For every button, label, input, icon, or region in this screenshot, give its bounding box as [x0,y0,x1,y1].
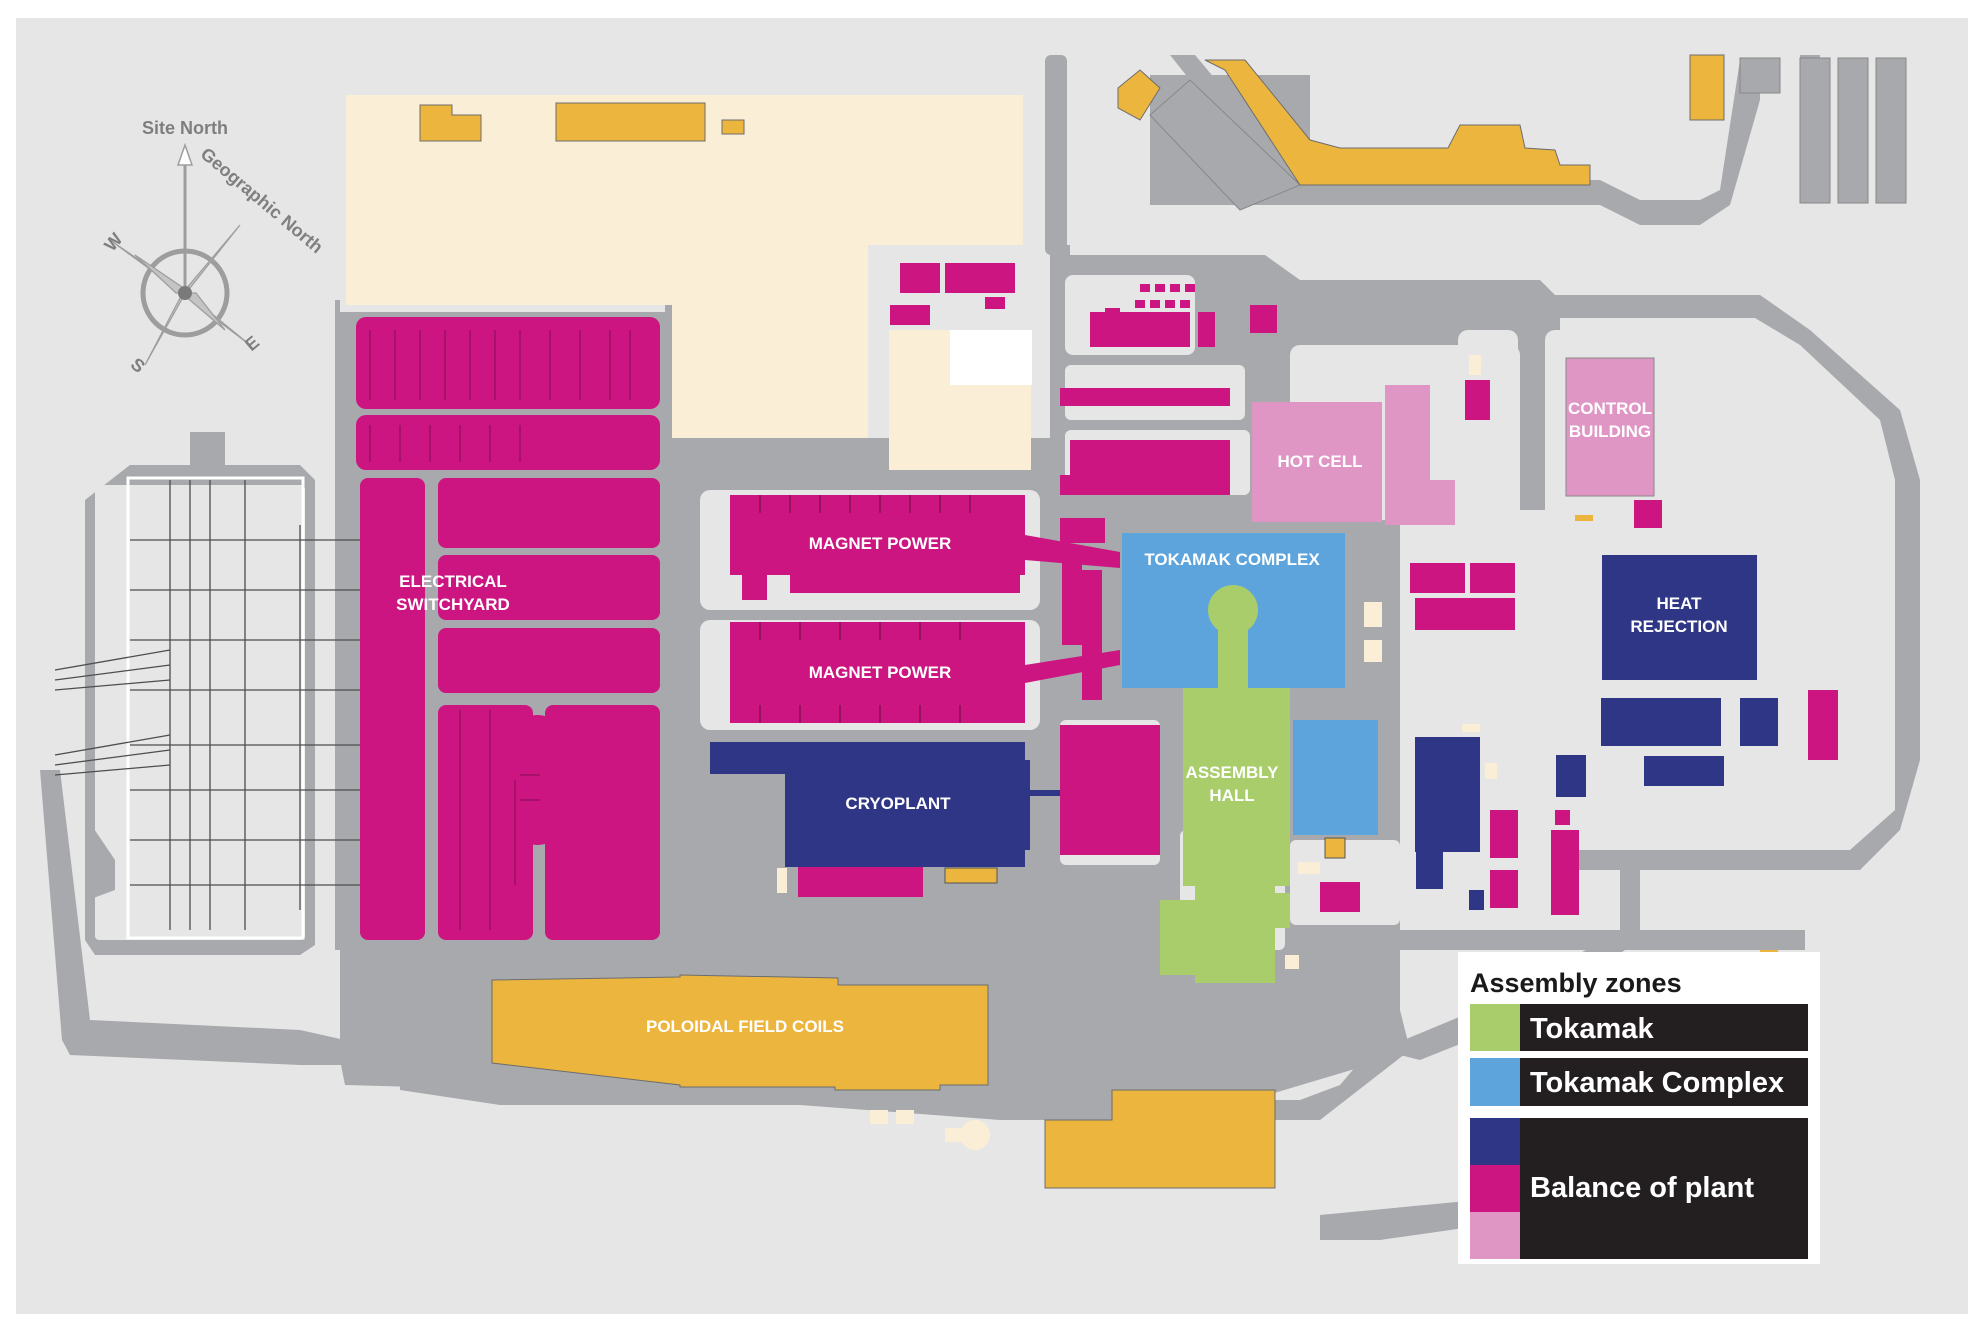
site-north-arrow-icon [176,142,194,166]
legend-label-balance-of-plant: Balance of plant [1530,1172,1754,1204]
magnet-power-1 [730,495,1025,600]
legend-item-tokamak-complex: Tokamak Complex [1470,1058,1808,1106]
assembly-hall [1160,585,1290,983]
switchyard-gate [190,432,225,467]
label-heat-rejection-1: HEAT [1656,594,1702,613]
building-labels: ELECTRICAL SWITCHYARD MAGNET POWER MAGNE… [396,399,1727,1036]
cryoplant-annex [798,867,923,897]
middle-magenta-buildings [890,263,1838,915]
label-cryoplant: CRYOPLANT [845,794,951,813]
heat-rejection-building [1602,555,1757,680]
legend-swatch-balance-magenta [1470,1165,1520,1212]
label-electrical-switchyard-2: SWITCHYARD [396,595,510,614]
label-magnet-power-2: MAGNET POWER [809,663,952,682]
legend-bar-balance-of-plant [1520,1118,1808,1259]
switchyard-grid [54,476,395,940]
legend-title: Assembly zones [1470,968,1682,998]
tokamak-annex-store [1324,837,1346,859]
label-control-building-2: BUILDING [1569,422,1651,441]
label-heat-rejection-2: REJECTION [1630,617,1727,636]
legend-item-balance-of-plant: Balance of plant [1470,1118,1808,1259]
label-poloidal-field-coils: POLOIDAL FIELD COILS [646,1017,844,1036]
legend-item-tokamak: Tokamak [1470,1004,1808,1051]
legend-bar-tokamak [1520,1004,1808,1051]
legend-label-tokamak: Tokamak [1530,1013,1654,1045]
tokamak-complex-annex [1293,720,1378,835]
compass-star-icon [109,224,251,366]
pad-pale-boxes [1285,355,1497,969]
middle-small-squares [1105,284,1195,314]
legend-swatch-tokamak-complex [1470,1058,1520,1106]
label-electrical-switchyard-1: ELECTRICAL [399,572,507,591]
label-control-building-1: CONTROL [1568,399,1652,418]
cream-area [346,95,1032,470]
cryoplant-store [944,867,998,884]
legend-bar-tokamak-complex [1520,1058,1808,1106]
hot-cell-building [1252,385,1455,525]
compass-site-north: Site North [142,118,228,138]
legend-swatch-balance-pink [1470,1212,1520,1259]
control-building [1565,357,1655,497]
top-right-gray-buildings [1149,57,1907,211]
legend: Assembly zones Tokamak Tokamak Complex B… [1458,952,1820,1264]
magnet-power-detail [759,495,971,723]
switchyard-detail [369,330,631,930]
heat-rejection-cells [1415,698,1778,910]
electrical-switchyard [356,317,660,940]
legend-swatch-balance-dark [1470,1118,1520,1165]
label-assembly-hall-2: HALL [1209,786,1254,805]
control-store [1575,515,1593,521]
lower-pale-boxes [870,1110,990,1150]
legend-label-tokamak-complex: Tokamak Complex [1530,1067,1784,1099]
label-magnet-power-1: MAGNET POWER [809,534,952,553]
switchyard-corner [88,820,115,900]
label-assembly-hall-1: ASSEMBLY [1186,763,1280,782]
label-hot-cell: HOT CELL [1278,452,1363,471]
label-tokamak-complex: TOKAMAK COMPLEX [1144,550,1320,569]
yellow-buildings [419,54,1725,1189]
cryoplant-small [777,868,787,893]
magnet-power-2 [730,622,1025,723]
compass-center [178,286,192,300]
legend-swatch-tokamak [1470,1004,1520,1051]
